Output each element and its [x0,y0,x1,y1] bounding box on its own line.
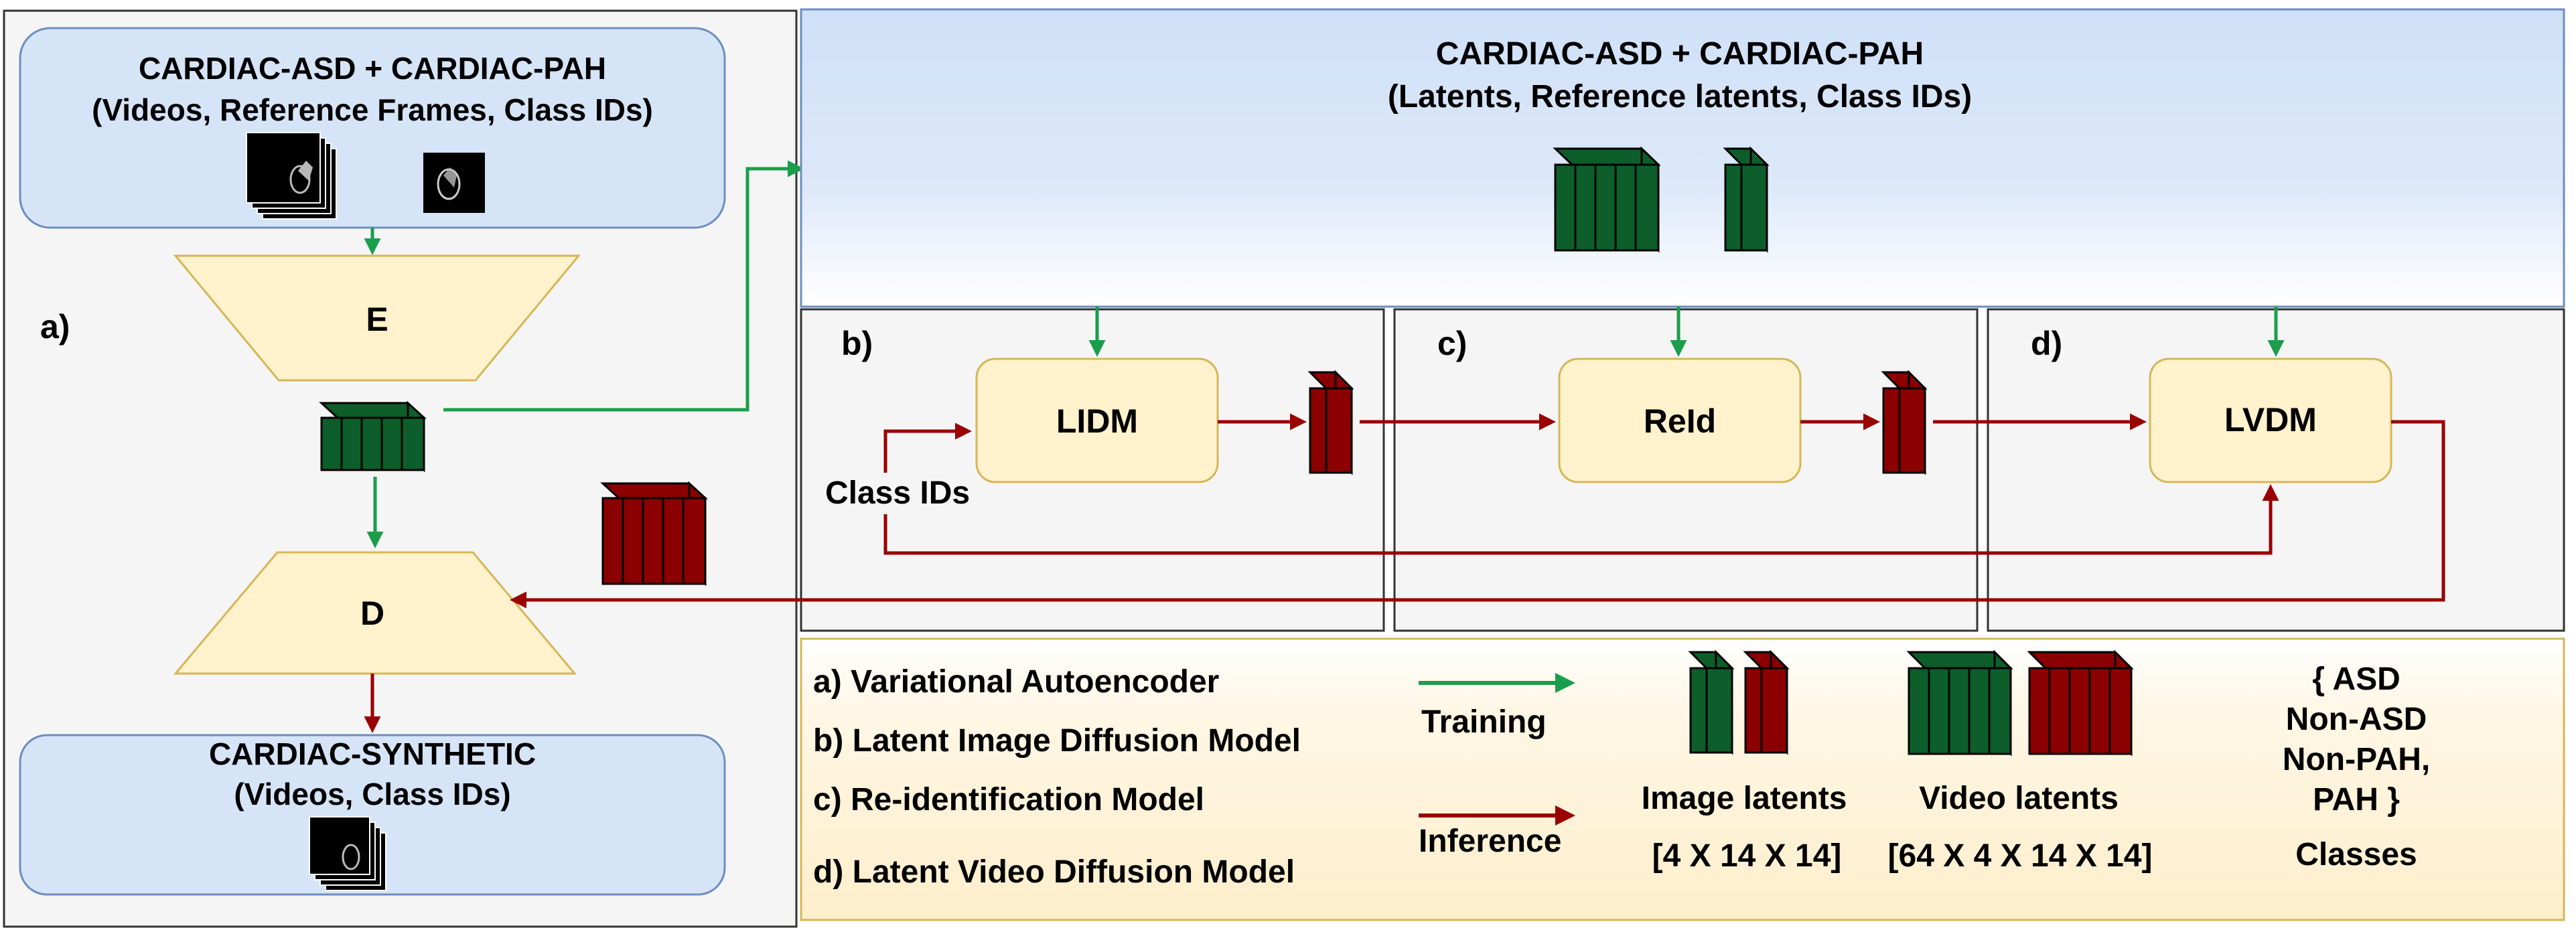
arrow-class-ids-to-lidm [883,422,972,473]
output-dataset-title: CARDIAC-SYNTHETIC [209,736,536,771]
echo-reference-frame-icon [423,153,485,213]
legend-red-video-latent-icon [2027,649,2134,757]
legend-classes-line-2: Non-ASD [2286,702,2427,737]
echo-synthetic-video-stack-icon [309,816,386,891]
latent-dataset-subtitle: (Latents, Reference latents, Class IDs) [1388,79,1972,114]
legend-classes-line-1: { ASD [2312,661,2401,697]
lidm-label: LIDM [1056,402,1138,440]
lvdm-label: LVDM [2224,401,2317,439]
legend-green-image-latent-icon [1688,649,1735,755]
decoder-trapezoid [173,551,577,675]
legend-red-image-latent-icon [1743,649,1790,755]
green-video-latent-icon [319,400,427,473]
panel-label-a: a) [40,308,70,345]
legend-image-latents-label: Image latents [1642,781,1847,816]
panel-label-b: b) [841,325,873,362]
green-image-latent-icon [1723,146,1770,253]
legend-item-d: d) Latent Video Diffusion Model [813,854,1295,890]
latent-dataset-box [800,8,2565,308]
output-dataset-box [19,734,726,896]
red-video-latent-icon [600,481,708,587]
input-dataset-title: CARDIAC-ASD + CARDIAC-PAH [139,51,606,86]
class-ids-label: Class IDs [825,475,970,511]
green-video-latent-icon [1553,146,1661,253]
input-dataset-subtitle: (Videos, Reference Frames, Class IDs) [92,92,653,127]
panel-label-d: d) [2031,325,2062,362]
encoder-label: E [366,301,388,338]
legend-image-latents-dims: [4 X 14 X 14] [1652,838,1842,874]
legend-item-c: c) Re-identification Model [813,782,1204,818]
echo-video-stack-icon [246,132,337,220]
legend-green-video-latent-icon [1906,649,2013,757]
legend-classes-line-5: Classes [2295,837,2417,872]
red-image-latent-icon [1881,370,1928,475]
latent-dataset-title: CARDIAC-ASD + CARDIAC-PAH [1436,36,1924,72]
legend-classes-line-4: PAH } [2313,782,2400,818]
legend-video-latents-label: Video latents [1919,781,2119,816]
legend-item-a: a) Variational Autoencoder [813,664,1219,700]
arrow-latent-to-latent-dataset [443,160,804,412]
panel-label-c: c) [1437,325,1467,362]
legend-inference-label: Inference [1419,824,1561,859]
arrow-class-ids-to-lvdm [883,484,2279,555]
output-dataset-subtitle: (Videos, Class IDs) [234,777,510,811]
arrow-lvdm-to-decoder [510,420,2445,609]
legend-item-b: b) Latent Image Diffusion Model [813,723,1301,759]
legend-training-label: Training [1421,704,1547,740]
decoder-label: D [360,595,384,632]
red-image-latent-icon [1307,370,1354,475]
reid-label: ReId [1644,402,1716,440]
legend-box [800,637,2565,921]
encoder-trapezoid [173,254,581,382]
legend-video-latents-dims: [64 X 4 X 14 X 14] [1888,838,2153,874]
legend-classes-line-3: Non-PAH, [2283,742,2430,777]
